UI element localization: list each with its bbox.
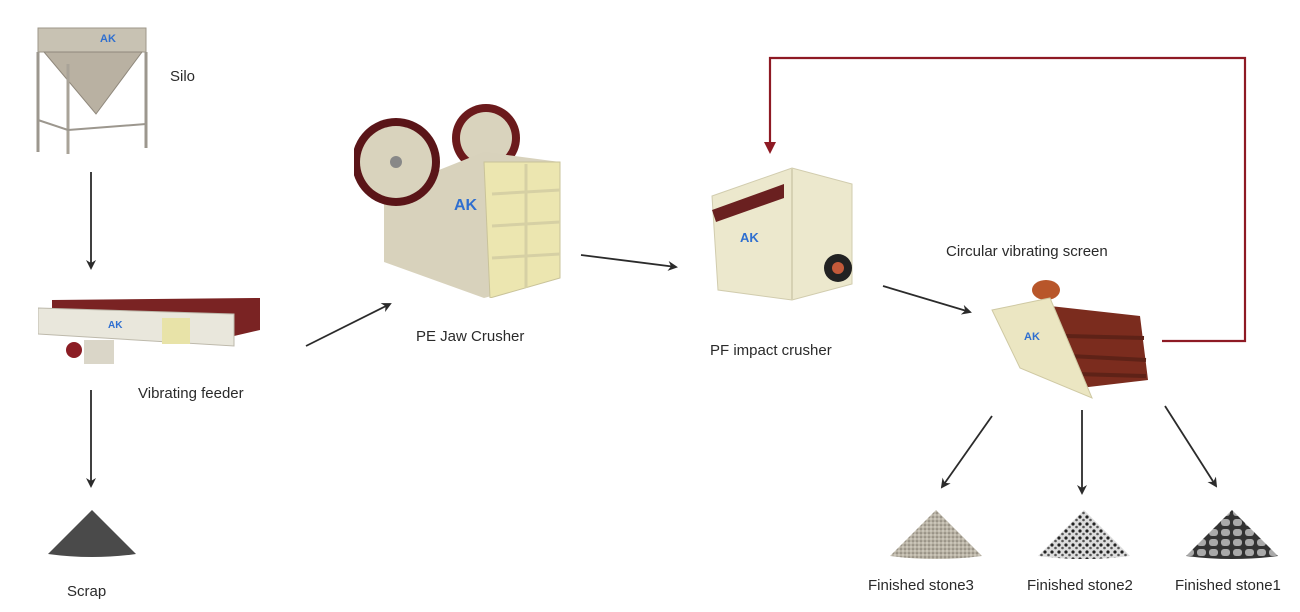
stone3-label: Finished stone3: [868, 577, 974, 594]
brand-logo: AK: [740, 230, 759, 245]
impact-crusher-icon: AK: [711, 167, 853, 301]
silo-node: AK: [34, 24, 154, 156]
vibrating-feeder-node: AK: [38, 296, 260, 368]
jaw-crusher-icon: AK: [354, 104, 561, 298]
arrow-screen-to-stone1: [1164, 405, 1218, 488]
vibrating-screen-icon: AK: [991, 280, 1148, 399]
arrow-impact-to-screen: [882, 285, 972, 315]
return-arrowhead: [764, 142, 776, 154]
impact-crusher-node: AK: [702, 164, 854, 304]
scrap-label: Scrap: [67, 583, 107, 600]
impact-crusher-label: PF impact crusher: [710, 342, 832, 359]
vibrating-screen-node: AK: [990, 276, 1150, 400]
vibrating-feeder-icon: AK: [38, 298, 260, 364]
scrap-node: [46, 508, 138, 558]
brand-logo: AK: [454, 197, 478, 214]
medium-stone-pile-icon: [1038, 510, 1130, 559]
vibrating-feeder-label: Vibrating feeder: [138, 385, 244, 402]
silo-label: Silo: [170, 68, 196, 85]
jaw-crusher-node: AK: [354, 102, 564, 298]
silo-icon: AK: [36, 27, 148, 154]
coarse-stone-pile-icon: [1186, 510, 1278, 559]
stone1-node: [1184, 508, 1280, 560]
brand-logo: AK: [100, 33, 116, 45]
stone2-node: [1036, 508, 1132, 560]
jaw-crusher-label: PE Jaw Crusher: [416, 328, 525, 345]
scrap-pile-icon: [48, 510, 136, 557]
arrow-jaw-to-impact: [580, 254, 678, 271]
stone2-label: Finished stone2: [1027, 577, 1133, 594]
vibrating-screen-label: Circular vibrating screen: [946, 243, 1108, 260]
arrow-screen-to-stone3: [940, 415, 993, 489]
fine-stone-pile-icon: [890, 510, 982, 559]
stone1-label: Finished stone1: [1175, 577, 1281, 594]
return-line-screen-to-impact: [768, 56, 1247, 343]
brand-logo: AK: [108, 320, 123, 331]
brand-logo: AK: [1024, 331, 1040, 343]
stone3-node: [888, 508, 984, 560]
arrow-feeder-to-jaw: [305, 303, 392, 347]
